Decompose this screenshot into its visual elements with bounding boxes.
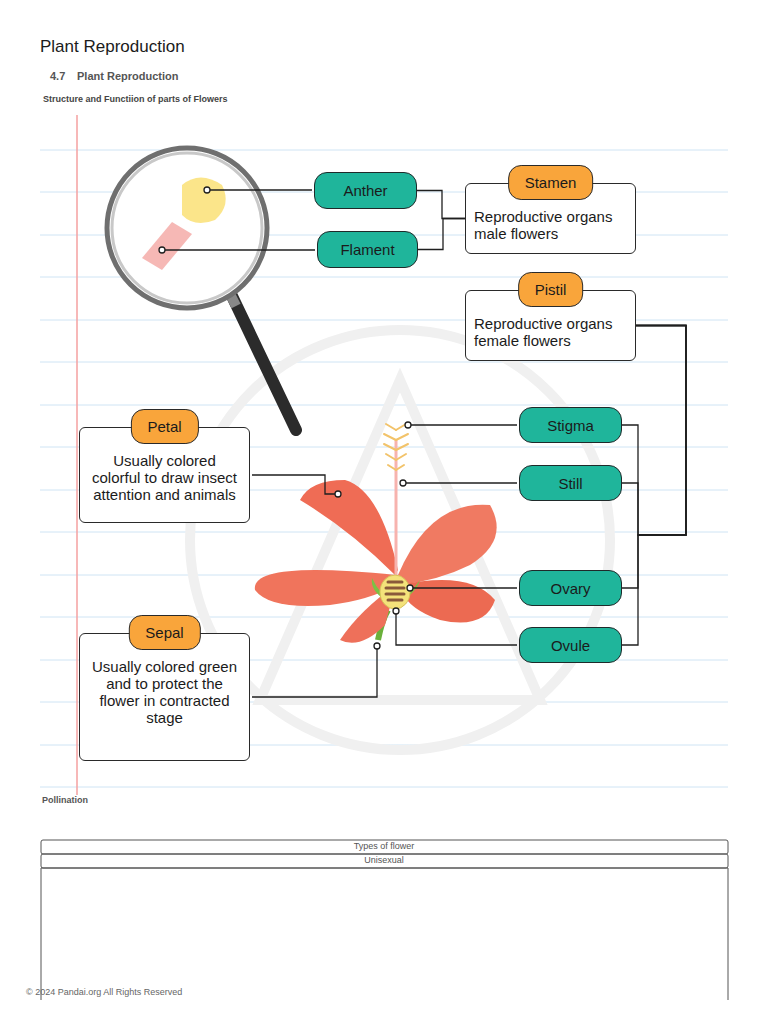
card-heading: Stamen — [508, 165, 594, 200]
table-cell: Types of flower — [354, 841, 415, 851]
card-body: Reproductive organs male flowers — [474, 208, 627, 242]
part-name: Flament — [340, 241, 394, 258]
description-card: PetalUsually colored colorful to draw in… — [79, 427, 250, 523]
table — [41, 840, 728, 1000]
copyright-note: © 2024 Pandai.org All Rights Reserved — [26, 987, 182, 997]
part-label: Ovule — [519, 627, 622, 663]
bracket-connector — [622, 326, 686, 589]
part-label: Ovary — [519, 570, 622, 606]
part-name: Still — [558, 475, 582, 492]
description-card: SepalUsually colored green and to protec… — [79, 633, 250, 761]
flower — [255, 424, 497, 643]
part-name: Stigma — [547, 417, 594, 434]
subheading: Structure and Functiion of parts of Flow… — [43, 94, 228, 104]
bracket-connector — [418, 219, 465, 250]
part-label: Stigma — [519, 407, 622, 443]
watermark — [190, 330, 610, 750]
description-card: PistilReproductive organs female flowers — [465, 290, 636, 361]
card-body: Reproductive organs female flowers — [474, 315, 627, 349]
table-cell: Unisexual — [364, 855, 404, 865]
description-card: StamenReproductive organs male flowers — [465, 183, 636, 254]
bracket-connector — [417, 191, 465, 219]
section-number: 4.7 — [50, 70, 65, 82]
section-title: Plant Reproduction — [77, 70, 178, 82]
card-heading: Petal — [130, 409, 198, 444]
margin-line — [76, 115, 78, 795]
card-body: Usually colored colorful to draw insect … — [88, 452, 241, 503]
page-title: Plant Reproduction — [40, 37, 185, 57]
card-heading: Sepal — [128, 615, 200, 650]
section-heading: Pollination — [42, 795, 88, 805]
card-body: Usually colored green and to protect the… — [88, 658, 241, 726]
part-name: Ovule — [551, 637, 590, 654]
part-name: Anther — [343, 182, 387, 199]
card-heading: Pistil — [518, 272, 584, 307]
bracket-connector — [622, 326, 686, 646]
part-label: Anther — [314, 172, 417, 209]
part-label: Still — [519, 465, 622, 501]
part-name: Ovary — [550, 580, 590, 597]
part-label: Flament — [317, 231, 418, 268]
